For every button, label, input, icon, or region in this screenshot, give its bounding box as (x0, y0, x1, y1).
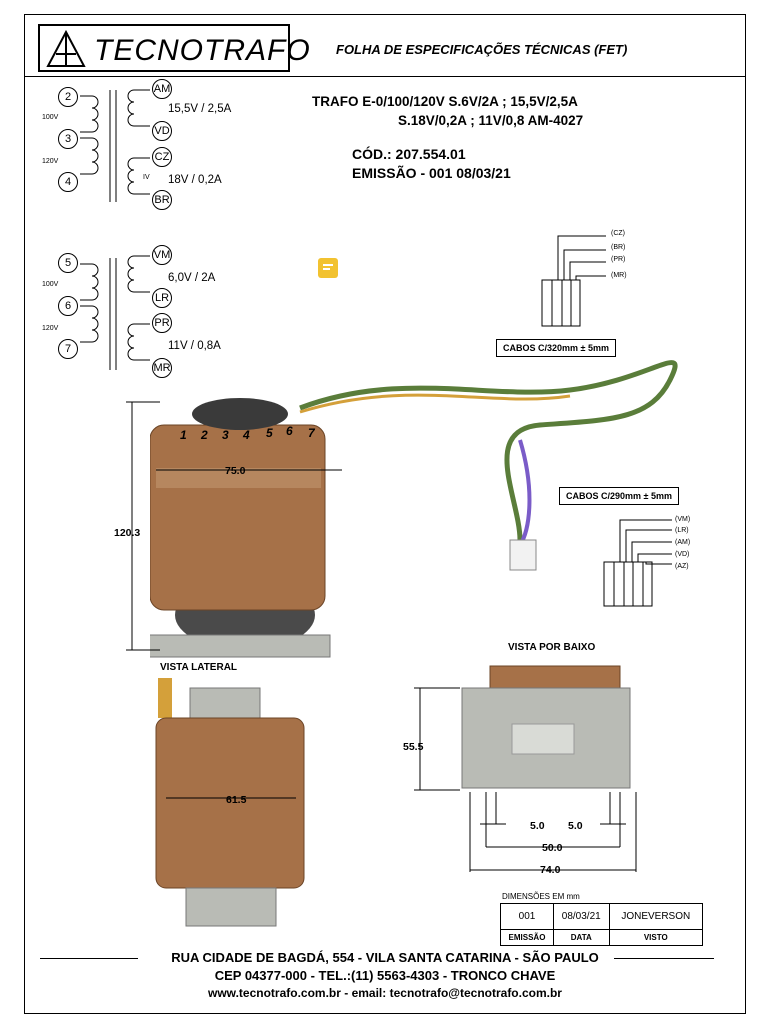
cable-label-320: CABOS C/320mm ± 5mm (496, 339, 616, 357)
primary-100v-label-2: 100V (42, 281, 59, 288)
emission-info: EMISSÃO - 001 08/03/21 (352, 165, 511, 181)
pin-5: 5 (266, 426, 273, 440)
terminal-5: 5 (58, 253, 78, 273)
terminal-3: 3 (58, 129, 78, 149)
side-width-dim: 61.5 (226, 794, 247, 806)
terminal-br: BR (152, 190, 172, 210)
pin-6: 6 (286, 424, 293, 438)
rev-date-value: 08/03/21 (552, 903, 610, 930)
wire-vm: (VM) (675, 516, 691, 523)
terminal-vm: VM (152, 245, 172, 265)
rev-visto-header: VISTO (608, 929, 704, 946)
logo-box (38, 24, 290, 72)
tecnotrafo-logo-icon (46, 30, 86, 67)
rating-6v: 6,0V / 2A (168, 272, 216, 284)
pin-7: 7 (308, 426, 315, 440)
cable-label-290: CABOS C/290mm ± 5mm (559, 487, 679, 505)
bottom-height-dim: 55.5 (403, 741, 424, 753)
comment-icon[interactable] (318, 258, 338, 278)
wire-az: (AZ) (675, 563, 689, 570)
terminal-am: AM (152, 79, 172, 99)
header-divider (24, 76, 746, 77)
rev-visto-value: JONEVERSON (608, 903, 704, 930)
bottom-dim-5b: 5.0 (568, 820, 583, 832)
main-dimension-lines (126, 401, 342, 651)
wire-br: (BR) (611, 244, 626, 251)
sheet-title: FOLHA DE ESPECIFICAÇÕES TÉCNICAS (FET) (336, 42, 628, 57)
wire-mr: (MR) (611, 272, 627, 279)
bottom-view-label: VISTA POR BAIXO (508, 642, 596, 653)
rev-date-header: DATA (552, 929, 610, 946)
main-width-dim: 75.0 (225, 465, 246, 477)
footer-phone: CEP 04377-000 - TEL.:(11) 5563-4303 - TR… (214, 968, 556, 983)
terminal-2: 2 (58, 87, 78, 107)
bottom-dim-5a: 5.0 (530, 820, 545, 832)
main-height-dim: 120.3 (114, 527, 141, 539)
side-view-label: VISTA LATERAL (160, 662, 238, 673)
bottom-dim-50: 50.0 (542, 842, 563, 854)
product-code: CÓD.: 207.554.01 (352, 146, 466, 162)
transformer-bottom-photo (414, 665, 637, 872)
rating-15v5: 15,5V / 2,5A (168, 103, 232, 115)
pin-3: 3 (222, 428, 229, 442)
pin-4: 4 (243, 428, 250, 442)
schematic-1-windings (80, 89, 150, 202)
pin-1: 1 (180, 428, 187, 442)
terminal-7: 7 (58, 339, 78, 359)
rev-emission-header: EMISSÃO (500, 929, 554, 946)
terminal-4: 4 (58, 172, 78, 192)
footer-rule-left (40, 958, 138, 959)
schematic-2-windings (80, 255, 150, 370)
wire-vd: (VD) (675, 551, 690, 558)
sheet-frame (24, 14, 746, 1014)
footer-rule-right (614, 958, 714, 959)
terminal-6: 6 (58, 296, 78, 316)
terminal-cz: CZ (152, 147, 172, 167)
transformer-side-photo (155, 678, 305, 927)
wire-cz: (CZ) (611, 230, 625, 237)
wire-pr: (PR) (611, 256, 626, 263)
wire-lr: (LR) (675, 527, 689, 534)
terminal-mr: MR (152, 358, 172, 378)
pin-2: 2 (201, 428, 208, 442)
primary-100v-label: 100V (42, 114, 59, 121)
wire-am: (AM) (675, 539, 691, 546)
units-label: DIMENSÕES EM mm (502, 892, 580, 901)
winding-mark: IV (143, 174, 150, 181)
rating-11v: 11V / 0,8A (168, 340, 221, 352)
terminal-pr: PR (152, 313, 172, 333)
spec-line-1: TRAFO E-0/100/120V S.6V/2A ; 15,5V/2,5A (312, 94, 578, 109)
footer-web[interactable]: www.tecnotrafo.com.br - email: tecnotraf… (208, 986, 562, 1000)
primary-120v-label-2: 120V (42, 325, 59, 332)
bottom-dim-74: 74.0 (540, 864, 561, 876)
brand-name: TECNOTRAFO (94, 34, 311, 67)
spec-line-2: S.18V/0,2A ; 11V/0,8 AM-4027 (398, 113, 584, 128)
connector-top-drawing (541, 235, 606, 327)
footer-address: RUA CIDADE DE BAGDÁ, 554 - VILA SANTA CA… (171, 950, 599, 965)
transformer-main-photo (150, 360, 678, 658)
revision-table: 001 08/03/21 JONEVERSON EMISSÃO DATA VIS… (500, 903, 704, 946)
connector-bottom-drawing (603, 519, 672, 607)
terminal-lr: LR (152, 288, 172, 308)
rev-emission-value: 001 (500, 903, 554, 930)
rating-18v: 18V / 0,2A (168, 174, 222, 186)
primary-120v-label: 120V (42, 158, 59, 165)
terminal-vd: VD (152, 121, 172, 141)
